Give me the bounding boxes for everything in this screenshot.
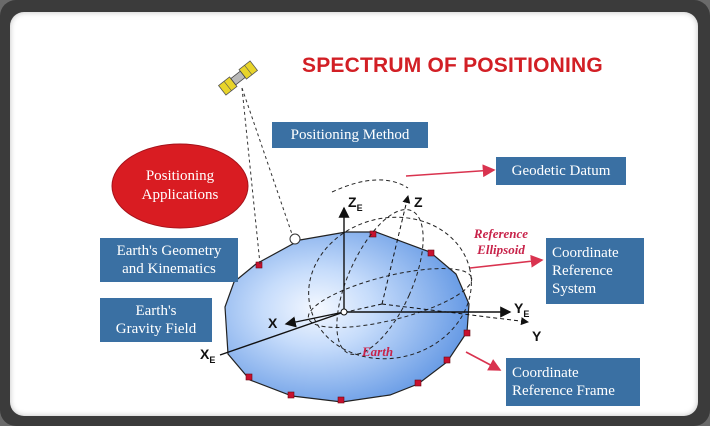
axis-label-x-e: XE <box>200 346 216 365</box>
earth-shape <box>224 231 470 403</box>
axis-label-z: Z <box>414 194 423 210</box>
positioning-applications-label: Positioning Applications <box>141 168 219 203</box>
page-title: SPECTRUM OF POSITIONING <box>302 54 603 77</box>
earths-geometry-box: Earth's Geometry and Kinematics <box>100 238 238 282</box>
slide-card: SPECTRUM OF POSITIONING Positioning Appl… <box>10 12 698 416</box>
earth-center <box>340 308 348 316</box>
geodetic-datum-box: Geodetic Datum <box>496 157 626 185</box>
satellite-beams <box>241 87 295 265</box>
coordinate-reference-system-box: Coordinate Reference System <box>546 238 644 304</box>
satellite-icon <box>217 60 259 96</box>
reference-ellipsoid-label: Reference Ellipsoid <box>473 226 529 258</box>
axis-label-z-e: ZE <box>348 194 363 213</box>
positioning-applications-oval <box>111 143 249 229</box>
coordinate-reference-frame-box: Coordinate Reference Frame <box>506 358 640 406</box>
observer-point <box>289 233 301 245</box>
earth-boundary-markers <box>245 230 471 404</box>
coordinate-axes <box>219 206 512 356</box>
positioning-method-label: Positioning Method <box>290 127 410 143</box>
diagram-canvas <box>111 60 544 404</box>
earths-geometry-label: Earth's Geometry and Kinematics <box>116 243 222 277</box>
earths-gravity-label: Earth's Gravity Field <box>115 303 197 337</box>
pointer-arrows <box>405 164 544 371</box>
geodetic-datum-label: Geodetic Datum <box>511 163 611 179</box>
axis-label-x: X <box>268 315 278 331</box>
positioning-method-box: Positioning Method <box>272 122 428 148</box>
coordinate-reference-frame-label: Coordinate Reference Frame <box>512 365 615 399</box>
reference-ellipsoid <box>307 179 473 360</box>
inner-frame-axes <box>345 195 529 326</box>
earth-label: Earth <box>362 344 394 359</box>
earths-gravity-box: Earth's Gravity Field <box>100 298 212 342</box>
axis-label-y-e: YE <box>514 300 530 319</box>
coordinate-reference-system-label: Coordinate Reference System <box>552 245 619 297</box>
axis-label-y: Y <box>532 328 542 344</box>
